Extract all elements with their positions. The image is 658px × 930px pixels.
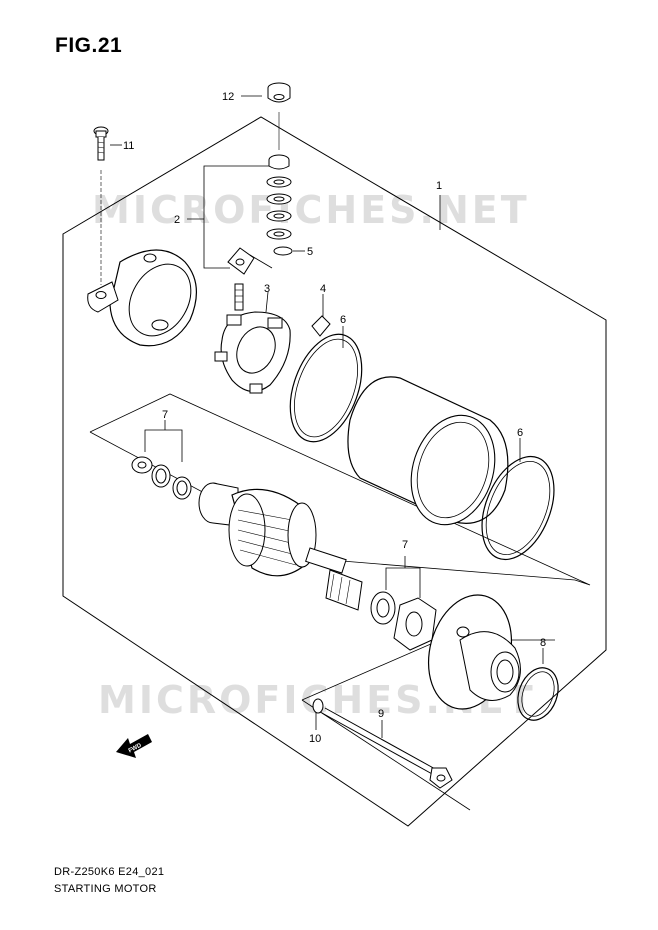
callout-12: 12 bbox=[222, 91, 234, 103]
assembly-name: STARTING MOTOR bbox=[54, 883, 157, 895]
callout-1: 1 bbox=[436, 180, 442, 192]
callout-4: 4 bbox=[320, 283, 326, 295]
callout-11: 11 bbox=[123, 140, 134, 152]
assembly-outline bbox=[62, 116, 607, 827]
callout-9: 9 bbox=[378, 708, 384, 720]
model-code: DR-Z250K6 E24_021 bbox=[54, 866, 165, 878]
part-11-bolt bbox=[93, 126, 122, 285]
callout-3: 3 bbox=[264, 283, 270, 295]
callout-2: 2 bbox=[174, 214, 180, 226]
part-6-oring-upper bbox=[289, 326, 363, 443]
callout-8: 8 bbox=[540, 637, 546, 649]
part-7-washers-left bbox=[131, 420, 192, 500]
callout-10: 10 bbox=[309, 733, 321, 745]
fwd-arrow-icon: FWD bbox=[116, 734, 152, 758]
armature-group-outline bbox=[89, 393, 591, 586]
part-9-through-bolt bbox=[321, 707, 453, 789]
part-10-small-oring bbox=[312, 698, 324, 730]
part-4-clip bbox=[311, 294, 331, 337]
part-3-brush-plate bbox=[214, 283, 291, 394]
motor-yoke bbox=[347, 376, 509, 526]
armature bbox=[198, 482, 363, 611]
part-2-terminal-set bbox=[187, 112, 293, 275]
callout-5: 5 bbox=[307, 246, 313, 258]
front-housing bbox=[427, 594, 521, 710]
rear-housing bbox=[87, 249, 198, 347]
part-8-oring bbox=[517, 648, 559, 721]
callout-7-right: 7 bbox=[402, 539, 408, 551]
part-7-washers-right bbox=[370, 556, 437, 651]
callout-7-left: 7 bbox=[162, 409, 168, 421]
callout-6-upper: 6 bbox=[340, 314, 346, 326]
callout-6-lower: 6 bbox=[517, 427, 523, 439]
part-12-nut bbox=[241, 82, 291, 103]
figure-title: FIG.21 bbox=[55, 34, 123, 57]
endcap-group-outline-2 bbox=[301, 699, 471, 811]
part-6-oring-lower bbox=[481, 438, 555, 561]
watermark-top: MICROFICHES.NET bbox=[92, 188, 530, 232]
